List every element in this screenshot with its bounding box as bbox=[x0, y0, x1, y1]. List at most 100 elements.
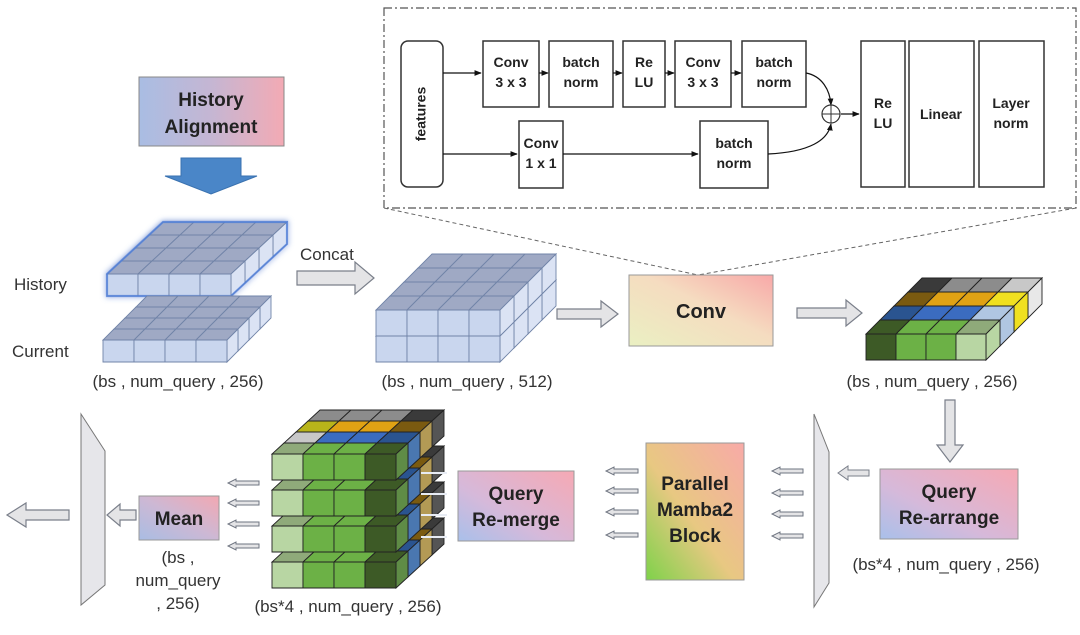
layernorm-line2: norm bbox=[994, 115, 1029, 131]
conv1x1-line1: Conv bbox=[524, 135, 559, 151]
detail-arrows bbox=[443, 70, 860, 157]
split-to-mamba-arrows bbox=[770, 466, 804, 541]
concat-arrow-icon bbox=[296, 260, 375, 296]
conv-detail-panel: features Conv 3 x 3 batch norm Re LU Con… bbox=[383, 7, 1077, 276]
mamba-line2: Mamba2 bbox=[657, 500, 733, 521]
layernorm-box bbox=[978, 40, 1045, 188]
batchnorm-1-line2: norm bbox=[564, 74, 599, 90]
split-to-mamba-arrow-4-icon bbox=[770, 531, 804, 541]
linear-label: Linear bbox=[920, 106, 963, 122]
mean-to-output-arrow-icon bbox=[106, 502, 137, 528]
relu-1-line2: LU bbox=[635, 74, 654, 90]
conv3x3-1-line1: Conv bbox=[494, 54, 529, 70]
history-cube-front-cell bbox=[199, 273, 232, 297]
mean-label: Mean bbox=[155, 509, 204, 530]
mamba-to-remerge-arrow-1-icon bbox=[604, 466, 639, 476]
concat-cube-lower-front-cell bbox=[437, 335, 470, 363]
history-alignment-block: History Alignment bbox=[138, 76, 285, 147]
relu-2-line2: LU bbox=[874, 115, 893, 131]
features-box bbox=[400, 40, 444, 188]
conv-label: Conv bbox=[676, 301, 727, 323]
final-output-arrow-icon bbox=[5, 501, 70, 529]
current-cube-front-cell bbox=[102, 339, 135, 363]
current-label: Current bbox=[12, 342, 69, 361]
stack-to-mean-arrow-4-icon bbox=[226, 541, 260, 551]
stack-slab-3-front-cell bbox=[271, 489, 304, 517]
conv3x3-2-line1: Conv bbox=[686, 54, 721, 70]
concat-cube-lower-front-cell bbox=[375, 335, 408, 363]
concat-cube-lower-front-cell bbox=[468, 335, 501, 363]
history-cube-front-cell bbox=[168, 273, 201, 297]
batchnorm-box-1 bbox=[548, 40, 614, 108]
color-cube-front-cell bbox=[955, 333, 987, 361]
stack-slab-4-front-cell bbox=[271, 453, 304, 481]
conv1x1-line2: 1 x 1 bbox=[525, 155, 556, 171]
conv3x3-box-1 bbox=[482, 40, 540, 108]
stack-dim-label: (bs*4 , num_query , 256) bbox=[254, 597, 441, 616]
conv3x3-box-2 bbox=[674, 40, 732, 108]
query-rearrange-line1: Query bbox=[922, 482, 977, 503]
stack-slab-3-front-cell bbox=[333, 489, 366, 517]
history-feature-cube bbox=[105, 220, 289, 298]
batchnorm-3-line1: batch bbox=[715, 135, 752, 151]
color-cube-front-cell bbox=[865, 333, 897, 361]
current-cube-front-cell bbox=[195, 339, 228, 363]
relu-box-2 bbox=[860, 40, 906, 188]
mean-block: Mean bbox=[138, 495, 220, 541]
split-trapezoid bbox=[813, 413, 830, 609]
query-remerge-block: Query Re-merge bbox=[457, 470, 575, 542]
conv3x3-2-line2: 3 x 3 bbox=[687, 74, 718, 90]
history-cube-front-cell bbox=[137, 273, 170, 297]
split-to-mamba-arrow-1-icon bbox=[770, 466, 804, 476]
concat-cube-upper-front-cell bbox=[468, 309, 501, 337]
panel-connector-left bbox=[383, 207, 699, 276]
mamba-line1: Parallel bbox=[661, 474, 729, 495]
conv-output-dim-label: (bs , num_query , 256) bbox=[846, 372, 1017, 391]
mamba-line3: Block bbox=[669, 526, 721, 547]
stack-slab-3-front-cell bbox=[364, 489, 397, 517]
conv-output-cube bbox=[864, 276, 1044, 362]
stack-to-mean-arrow-3-icon bbox=[226, 519, 260, 529]
split-to-mamba-arrow-3-icon bbox=[770, 509, 804, 519]
batchnorm-box-3 bbox=[699, 120, 769, 189]
stack-slab-1-front-cell bbox=[302, 561, 335, 589]
stack-slab-4-front-cell bbox=[302, 453, 335, 481]
relu-2-line1: Re bbox=[874, 95, 892, 111]
split-to-mamba-arrow-2-icon bbox=[770, 488, 804, 498]
color-cube-front-cell bbox=[925, 333, 957, 361]
concat-cube-upper-front-cell bbox=[406, 309, 439, 337]
rearrange-to-split-arrow-icon bbox=[837, 465, 870, 481]
current-cube-front-cell bbox=[133, 339, 166, 363]
current-cube-front-cell bbox=[164, 339, 197, 363]
batchnorm-box-2 bbox=[741, 40, 807, 108]
features-label: features bbox=[413, 87, 429, 142]
input-dim-label: (bs , num_query , 256) bbox=[92, 372, 263, 391]
relu-1-line1: Re bbox=[635, 54, 653, 70]
conv-block: Conv bbox=[628, 274, 774, 347]
mean-dim-line3: , 256) bbox=[156, 594, 199, 613]
down-to-rearrange-arrow-icon bbox=[935, 399, 965, 463]
concat-dim-label: (bs , num_query , 512) bbox=[381, 372, 552, 391]
output-trapezoid bbox=[80, 412, 106, 607]
stack-slab-2-front-cell bbox=[271, 525, 304, 553]
stack-slab-2-front-cell bbox=[333, 525, 366, 553]
batchnorm-2-line1: batch bbox=[755, 54, 792, 70]
stack-slab-2-front-cell bbox=[302, 525, 335, 553]
mean-dim-line1: (bs , bbox=[161, 548, 194, 567]
stack-to-mean-arrows bbox=[226, 478, 260, 551]
history-alignment-line1: History bbox=[178, 90, 244, 111]
mamba-to-remerge-arrow-4-icon bbox=[604, 530, 639, 540]
stack-to-mean-arrow-1-icon bbox=[226, 478, 260, 488]
current-feature-cube bbox=[101, 294, 273, 364]
query-remerge-line2: Re-merge bbox=[472, 510, 560, 531]
history-alignment-line2: Alignment bbox=[165, 117, 259, 138]
stacked-output-cube bbox=[270, 408, 447, 590]
batchnorm-1-line1: batch bbox=[562, 54, 599, 70]
stack-slab-1-front-cell bbox=[364, 561, 397, 589]
mamba-to-remerge-arrows bbox=[604, 466, 639, 540]
stack-to-mean-arrow-2-icon bbox=[226, 498, 260, 508]
conv3x3-1-line2: 3 x 3 bbox=[495, 74, 526, 90]
mean-dim-line2: num_query bbox=[135, 571, 221, 590]
stack-slab-2-front-cell bbox=[364, 525, 397, 553]
